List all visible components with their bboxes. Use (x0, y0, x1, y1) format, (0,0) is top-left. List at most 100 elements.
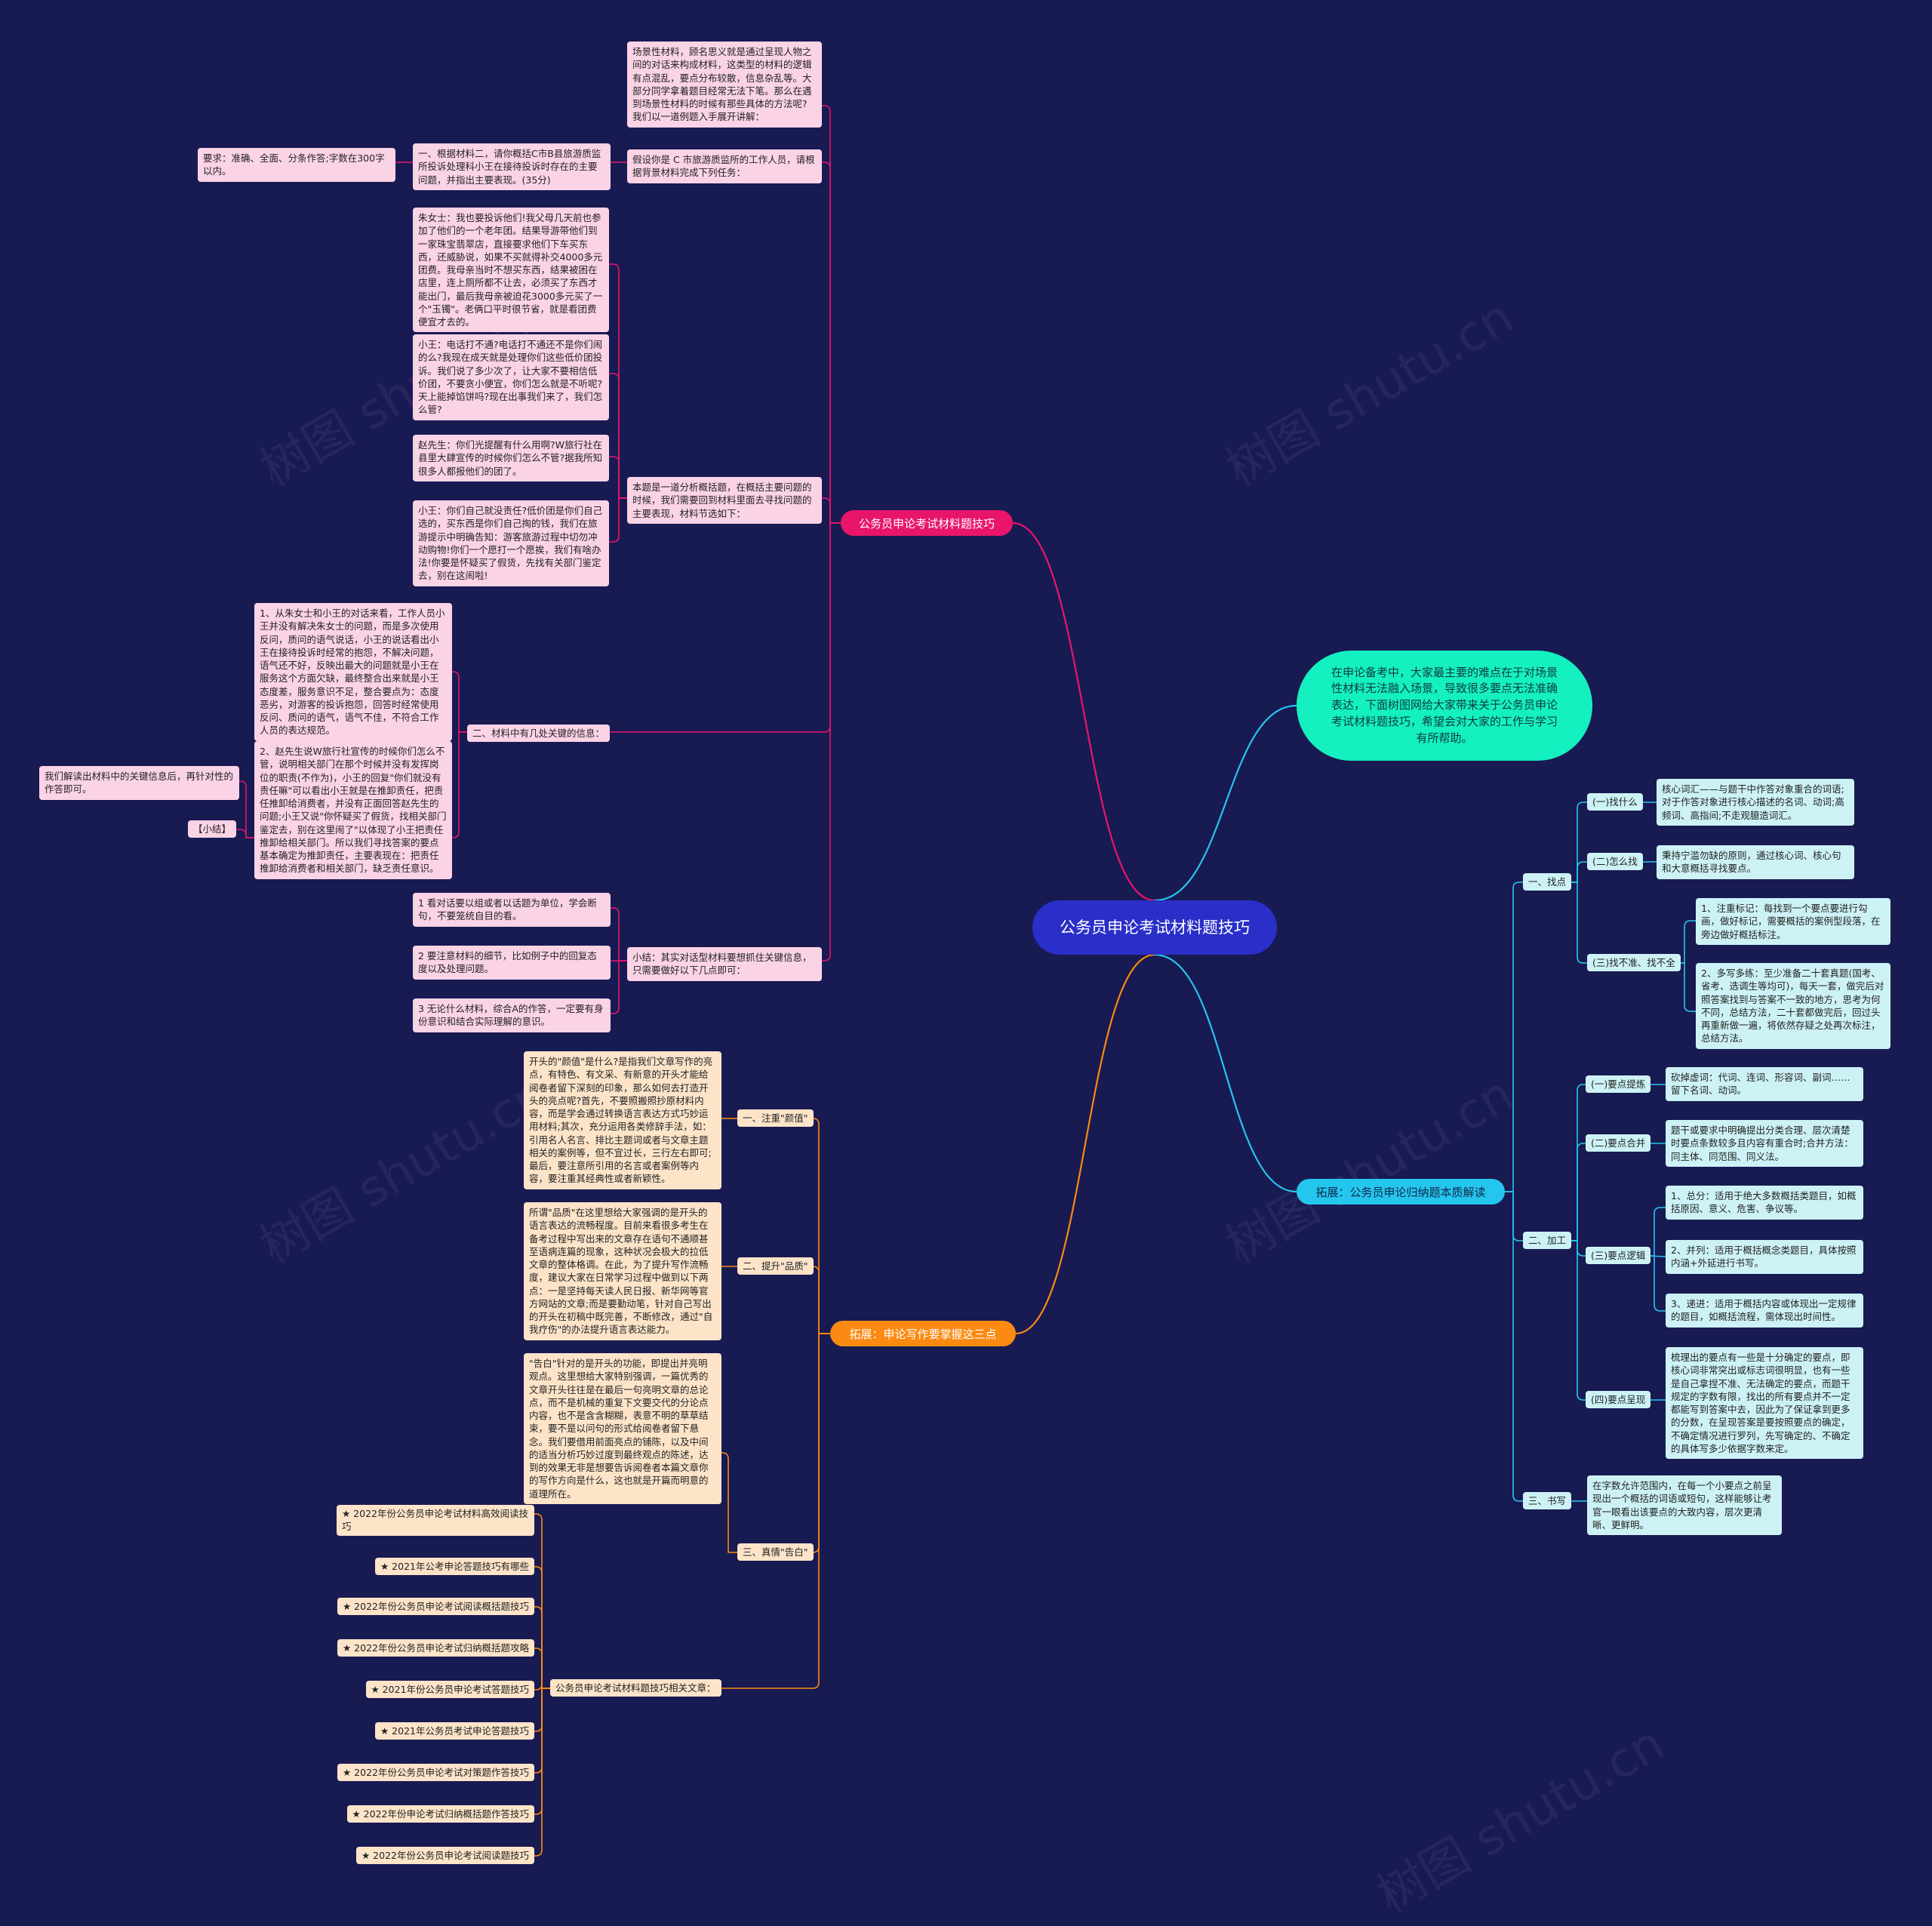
quality-label[interactable]: 二、提升"品质" (737, 1257, 814, 1275)
connector-line (1555, 1084, 1586, 1241)
confession-label[interactable]: 三、真情"告白" (737, 1543, 814, 1561)
key-info-2[interactable]: 2、赵先生说W旅行社宣传的时候你们怎么不管，说明相关部门在那个时候并没有发挥岗位… (254, 741, 452, 879)
find-what-text[interactable]: 核心词汇——与题干中作答对象重合的词语;对于作答对象进行核心描述的名词、动词;高… (1657, 779, 1854, 826)
requirement-note[interactable]: 要求：准确、全面、分条作答;字数在300字以内。 (198, 148, 395, 182)
inaccurate-label[interactable]: (三)找不准、找不全 (1587, 954, 1681, 972)
refine-text[interactable]: 砍掉虚词：代词、连词、形容词、副词……留下名词、动词。 (1666, 1067, 1863, 1101)
connector-line (822, 522, 841, 961)
refine-label[interactable]: (一)要点提炼 (1586, 1075, 1651, 1094)
connector-line (452, 731, 467, 838)
connector-line (1555, 1240, 1586, 1401)
how-find-label[interactable]: (二)怎么找 (1587, 853, 1643, 871)
related-article-link[interactable]: ★ 2021年份公务员申论考试答题技巧 (365, 1681, 534, 1699)
root-topic[interactable]: 公务员申论考试材料题技巧 (1032, 900, 1277, 955)
summary-tag[interactable]: 【小结】 (188, 820, 237, 838)
scene-note[interactable]: 场景性材料，顾名思义就是通过呈现人物之间的对话来构成材料，这类型的材料的逻辑有点… (627, 42, 822, 128)
merge-label[interactable]: (二)要点合并 (1586, 1134, 1651, 1152)
key-info-1[interactable]: 1、从朱女士和小王的对话来看，工作人员小王并没有解决朱女士的问题，而是多次使用反… (254, 603, 452, 741)
related-article-link[interactable]: ★ 2022年份申论考试归纳概括题作答技巧 (346, 1805, 534, 1823)
key-info-label[interactable]: 二、材料中有几处关键的信息： (467, 725, 611, 743)
task-one-note[interactable]: 一、根据材料二，请你概括C市B县旅游质监所投诉处理科小王在接待投诉时存在的主要问… (413, 143, 611, 190)
connector-line (822, 522, 841, 733)
how-find-text[interactable]: 秉持宁滥勿缺的原则，通过核心词、核心句和大意概括寻找要点。 (1657, 845, 1854, 879)
connector-line (609, 497, 627, 543)
mark-tip[interactable]: 1、注重标记：每找到一个要点要进行勾画，做好标记，需要概括的案例型段落，在旁边做… (1696, 898, 1890, 945)
present-label[interactable]: (四)要点呈现 (1586, 1391, 1651, 1409)
connector-line (611, 960, 627, 1014)
logic-progressive[interactable]: 3、递进：适用于概括内容或体现出一定规律的题目，如概括流程，需体现出时间性。 (1666, 1294, 1863, 1328)
find-points-label[interactable]: 一、找点 (1523, 873, 1572, 891)
assume-note[interactable]: 假设你是 C 市旅游质监所的工作人员，请根据背景材料完成下列任务： (627, 149, 822, 183)
appearance-text[interactable]: 开头的"颜值"是什么?是指我们文章写作的亮点，有特色、有文采、有新意的开头才能给… (524, 1051, 721, 1189)
related-article-link[interactable]: ★ 2022年份公务员申论考试阅读题技巧 (356, 1847, 534, 1865)
practice-tip[interactable]: 2、多写多练：至少准备二十套真题(国考、省考、选调生等均可)，每天一套，做完后对… (1696, 963, 1890, 1049)
related-article-link[interactable]: ★ 2021年公务员考试申论答题技巧 (375, 1722, 534, 1740)
related-article-link[interactable]: ★ 2021年公考申论答题技巧有哪些 (375, 1558, 534, 1576)
quality-text[interactable]: 所谓"品质"在这里想给大家强调的是开头的语言表达的流畅程度。目前来看很多考生在备… (524, 1202, 721, 1340)
related-article-link[interactable]: ★ 2022年份公务员申论考试阅读概括题技巧 (337, 1598, 534, 1616)
connector-line (1555, 1143, 1586, 1241)
appearance-label[interactable]: 一、注重"颜值" (737, 1109, 814, 1128)
related-article-link[interactable]: ★ 2022年份公务员申论考试归纳概括题攻略 (337, 1639, 534, 1657)
connector-line (822, 105, 841, 524)
connector-line (1505, 1191, 1523, 1502)
writing-label[interactable]: 三、书写 (1523, 1492, 1572, 1510)
summary-point-3[interactable]: 3 无论什么材料，综合A的作答，一定要有身份意识和结合实际理解的意识。 (413, 998, 611, 1032)
branch-summary-essence[interactable]: 拓展：公务员申论归纳题本质解读 (1297, 1179, 1505, 1205)
summary-point-1[interactable]: 1 看对话要以组或者以话题为单位，学会断句，不要笼统自目的看。 (413, 893, 611, 927)
material-zhu[interactable]: 朱女士：我也要投诉他们!我父母几天前也参加了他们的一个老年团。结果导游带他们到一… (413, 208, 609, 333)
analysis-note[interactable]: 本题是一道分析概括题，在概括主要问题的时候，我们需要回到材料里面去寻找问题的主要… (627, 477, 822, 524)
connector-line (534, 1566, 550, 1689)
connector-line (1505, 1191, 1523, 1241)
branch-intro[interactable]: 在申论备考中，大家最主要的难点在于对场景性材料无法融入场景，导致很多要点无法准确… (1297, 651, 1592, 761)
related-article-link[interactable]: ★ 2022年份公务员申论考试材料高效阅读技巧 (337, 1505, 534, 1536)
connector-line (1570, 881, 1587, 964)
connector-line (812, 1118, 830, 1334)
connector-line (609, 456, 627, 499)
branch-writing-tips[interactable]: 拓展：申论写作要掌握这三点 (830, 1321, 1016, 1346)
logic-general[interactable]: 1、总分：适用于绝大多数概括类题目，如概括原因、意义、危害、争议等。 (1666, 1186, 1863, 1220)
connector-line (822, 497, 841, 524)
connector-line (1570, 801, 1587, 883)
connector-line (534, 1513, 550, 1689)
conclusion-note[interactable]: 我们解读出材料中的关键信息后，再针对性的作答即可。 (39, 766, 239, 800)
writing-text[interactable]: 在字数允许范围内，在每一个小要点之前呈现出一个概括的词语或短句，这样能够让考官一… (1587, 1475, 1782, 1535)
logic-parallel[interactable]: 2、并列：适用于概括概念类题目，具体按照内涵+外延进行书写。 (1666, 1240, 1863, 1274)
material-zhao[interactable]: 赵先生：你们光提醒有什么用啊?W旅行社在县里大肆宣传的时候你们怎么不管?据我所知… (413, 435, 609, 482)
connector-line (1647, 1255, 1666, 1312)
branch-material-tips[interactable]: 公务员申论考试材料题技巧 (841, 510, 1013, 536)
related-articles-label[interactable]: 公务员申论考试材料题技巧相关文章： (550, 1679, 721, 1697)
logic-label[interactable]: (三)要点逻辑 (1586, 1247, 1651, 1265)
connector-line (534, 1606, 550, 1689)
connector-line (812, 1266, 830, 1334)
connector-line (822, 162, 841, 524)
connector-line (609, 373, 627, 499)
connector-line (1505, 881, 1523, 1192)
summary-note[interactable]: 小结：其实对话型材料要想抓住关键信息，只需要做好以下几点即可： (627, 947, 822, 981)
connector-line (1677, 962, 1696, 1012)
present-text[interactable]: 梳理出的要点有一些是十分确定的要点，即核心词非常突出或标志词很明显，也有一些是自… (1666, 1347, 1863, 1459)
connector-line (1012, 521, 1155, 902)
material-wang-2[interactable]: 小王：你们自己就没责任?低价团是你们自己选的，买东西是你们自己掏的钱，我们在旅游… (413, 500, 609, 586)
merge-text[interactable]: 题干或要求中明确提出分类合理、层次清楚时要点条数较多且内容有重合时;合并方法：同… (1666, 1120, 1863, 1167)
find-what-label[interactable]: (一)找什么 (1587, 793, 1643, 811)
summary-point-2[interactable]: 2 要注意材料的细节，比如例子中的回复态度以及处理问题。 (413, 946, 611, 980)
connector-line (718, 1333, 830, 1689)
connector-line (611, 907, 627, 961)
connector-line (534, 1683, 550, 1691)
related-article-link[interactable]: ★ 2022年份公务员申论考试对策题作答技巧 (337, 1764, 534, 1782)
connector-line (534, 1688, 550, 1857)
connector-line (1677, 920, 1696, 964)
connector-line (452, 671, 467, 733)
connector-line (1570, 861, 1587, 883)
connector-line (1154, 704, 1297, 902)
connector-line (1154, 953, 1297, 1193)
connector-line (239, 780, 254, 838)
connector-line (721, 1452, 737, 1553)
confession-text[interactable]: "告白"针对的是开头的功能，即提出并亮明观点。这里想给大家特别强调，一篇优秀的文… (524, 1353, 721, 1504)
connector-line (226, 829, 254, 838)
processing-label[interactable]: 二、加工 (1523, 1232, 1572, 1250)
material-wang-1[interactable]: 小王：电话打不通?电话打不通还不是你们闹的么?我现在成天就是处理你们这些低价团投… (413, 334, 609, 420)
connector-line (609, 263, 627, 499)
connector-line (812, 1333, 830, 1553)
